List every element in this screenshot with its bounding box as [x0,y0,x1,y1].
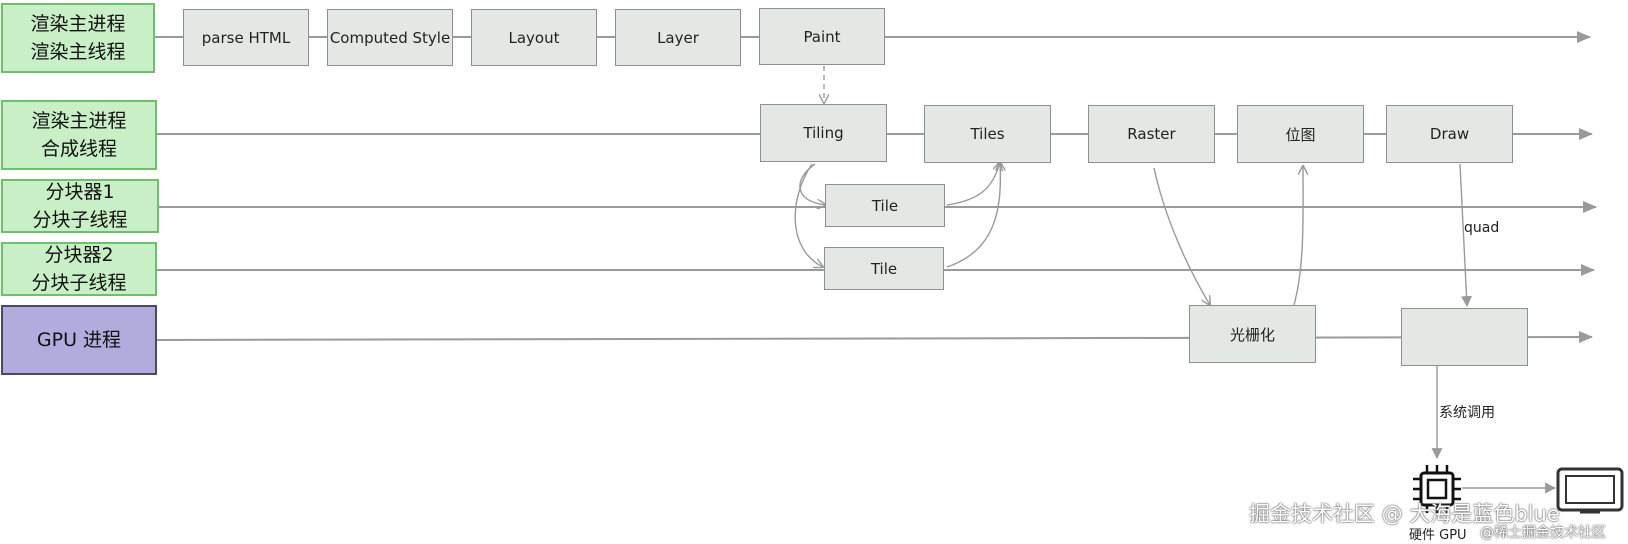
stage-tile-1: Tile [825,184,945,227]
edge-label-system-call: 系统调用 [1439,405,1495,421]
lane-label-main-thread: 渲染主进程 渲染主线程 [1,3,155,73]
stage-raster: Raster [1088,105,1215,163]
lane-label-compositor-thread: 渲染主进程 合成线程 [1,100,157,170]
stage-paint: Paint [759,8,885,65]
lane-subtitle: 合成线程 [40,138,117,160]
stage-computed-style: Computed Style [327,9,453,66]
watermark-main: 掘金技术社区 @ 大海是蓝色blue [1249,502,1560,526]
raster-to-rasterize-arrow [1153,167,1210,305]
lane-label-tiler-1: 分块器1 分块子线程 [1,179,159,233]
stage-layout: Layout [471,9,597,66]
stage-tiling: Tiling [760,104,887,162]
lane-subtitle: 分块子线程 [32,209,128,231]
stage-tile-2: Tile [824,247,944,290]
lane-title: 分块器1 [45,181,115,203]
stage-parse-html: parse HTML [183,9,309,66]
lane-title: 渲染主进程 [30,13,126,35]
tiling-to-tile1-arrow [799,163,826,205]
cpu-chip-icon [1413,465,1461,513]
edge-label-quad: quad [1464,220,1500,236]
lane-title: 分块器2 [44,244,114,266]
monitor-icon [1556,467,1624,514]
watermark-secondary: @稀土掘金技术社区 [1480,525,1606,541]
stage-bitmap: 位图 [1237,105,1364,163]
stage-rasterize: 光栅化 [1189,305,1316,363]
lane-title: 渲染主进程 [31,110,127,132]
stage-gpu-output [1401,308,1528,366]
tile2-to-tiles-arrow [946,162,1000,268]
rasterize-to-bitmap-arrow [1293,166,1303,306]
stage-tiles: Tiles [924,105,1051,163]
lane-line-gpu-process [155,331,1593,344]
stage-draw: Draw [1386,105,1513,163]
draw-to-gpu-arrow [1459,163,1473,308]
lane-subtitle: 渲染主线程 [30,41,126,63]
tiling-to-tile2-arrow [794,163,823,267]
hardware-gpu-label: 硬件 GPU [1409,528,1467,543]
stage-layer: Layer [615,9,741,66]
lane-title: GPU 进程 [36,329,122,351]
lane-label-gpu-process: GPU 进程 [1,305,157,375]
lane-label-tiler-2: 分块器2 分块子线程 [1,242,157,296]
lane-subtitle: 分块子线程 [31,272,127,294]
tile1-to-tiles-arrow [946,162,1000,206]
